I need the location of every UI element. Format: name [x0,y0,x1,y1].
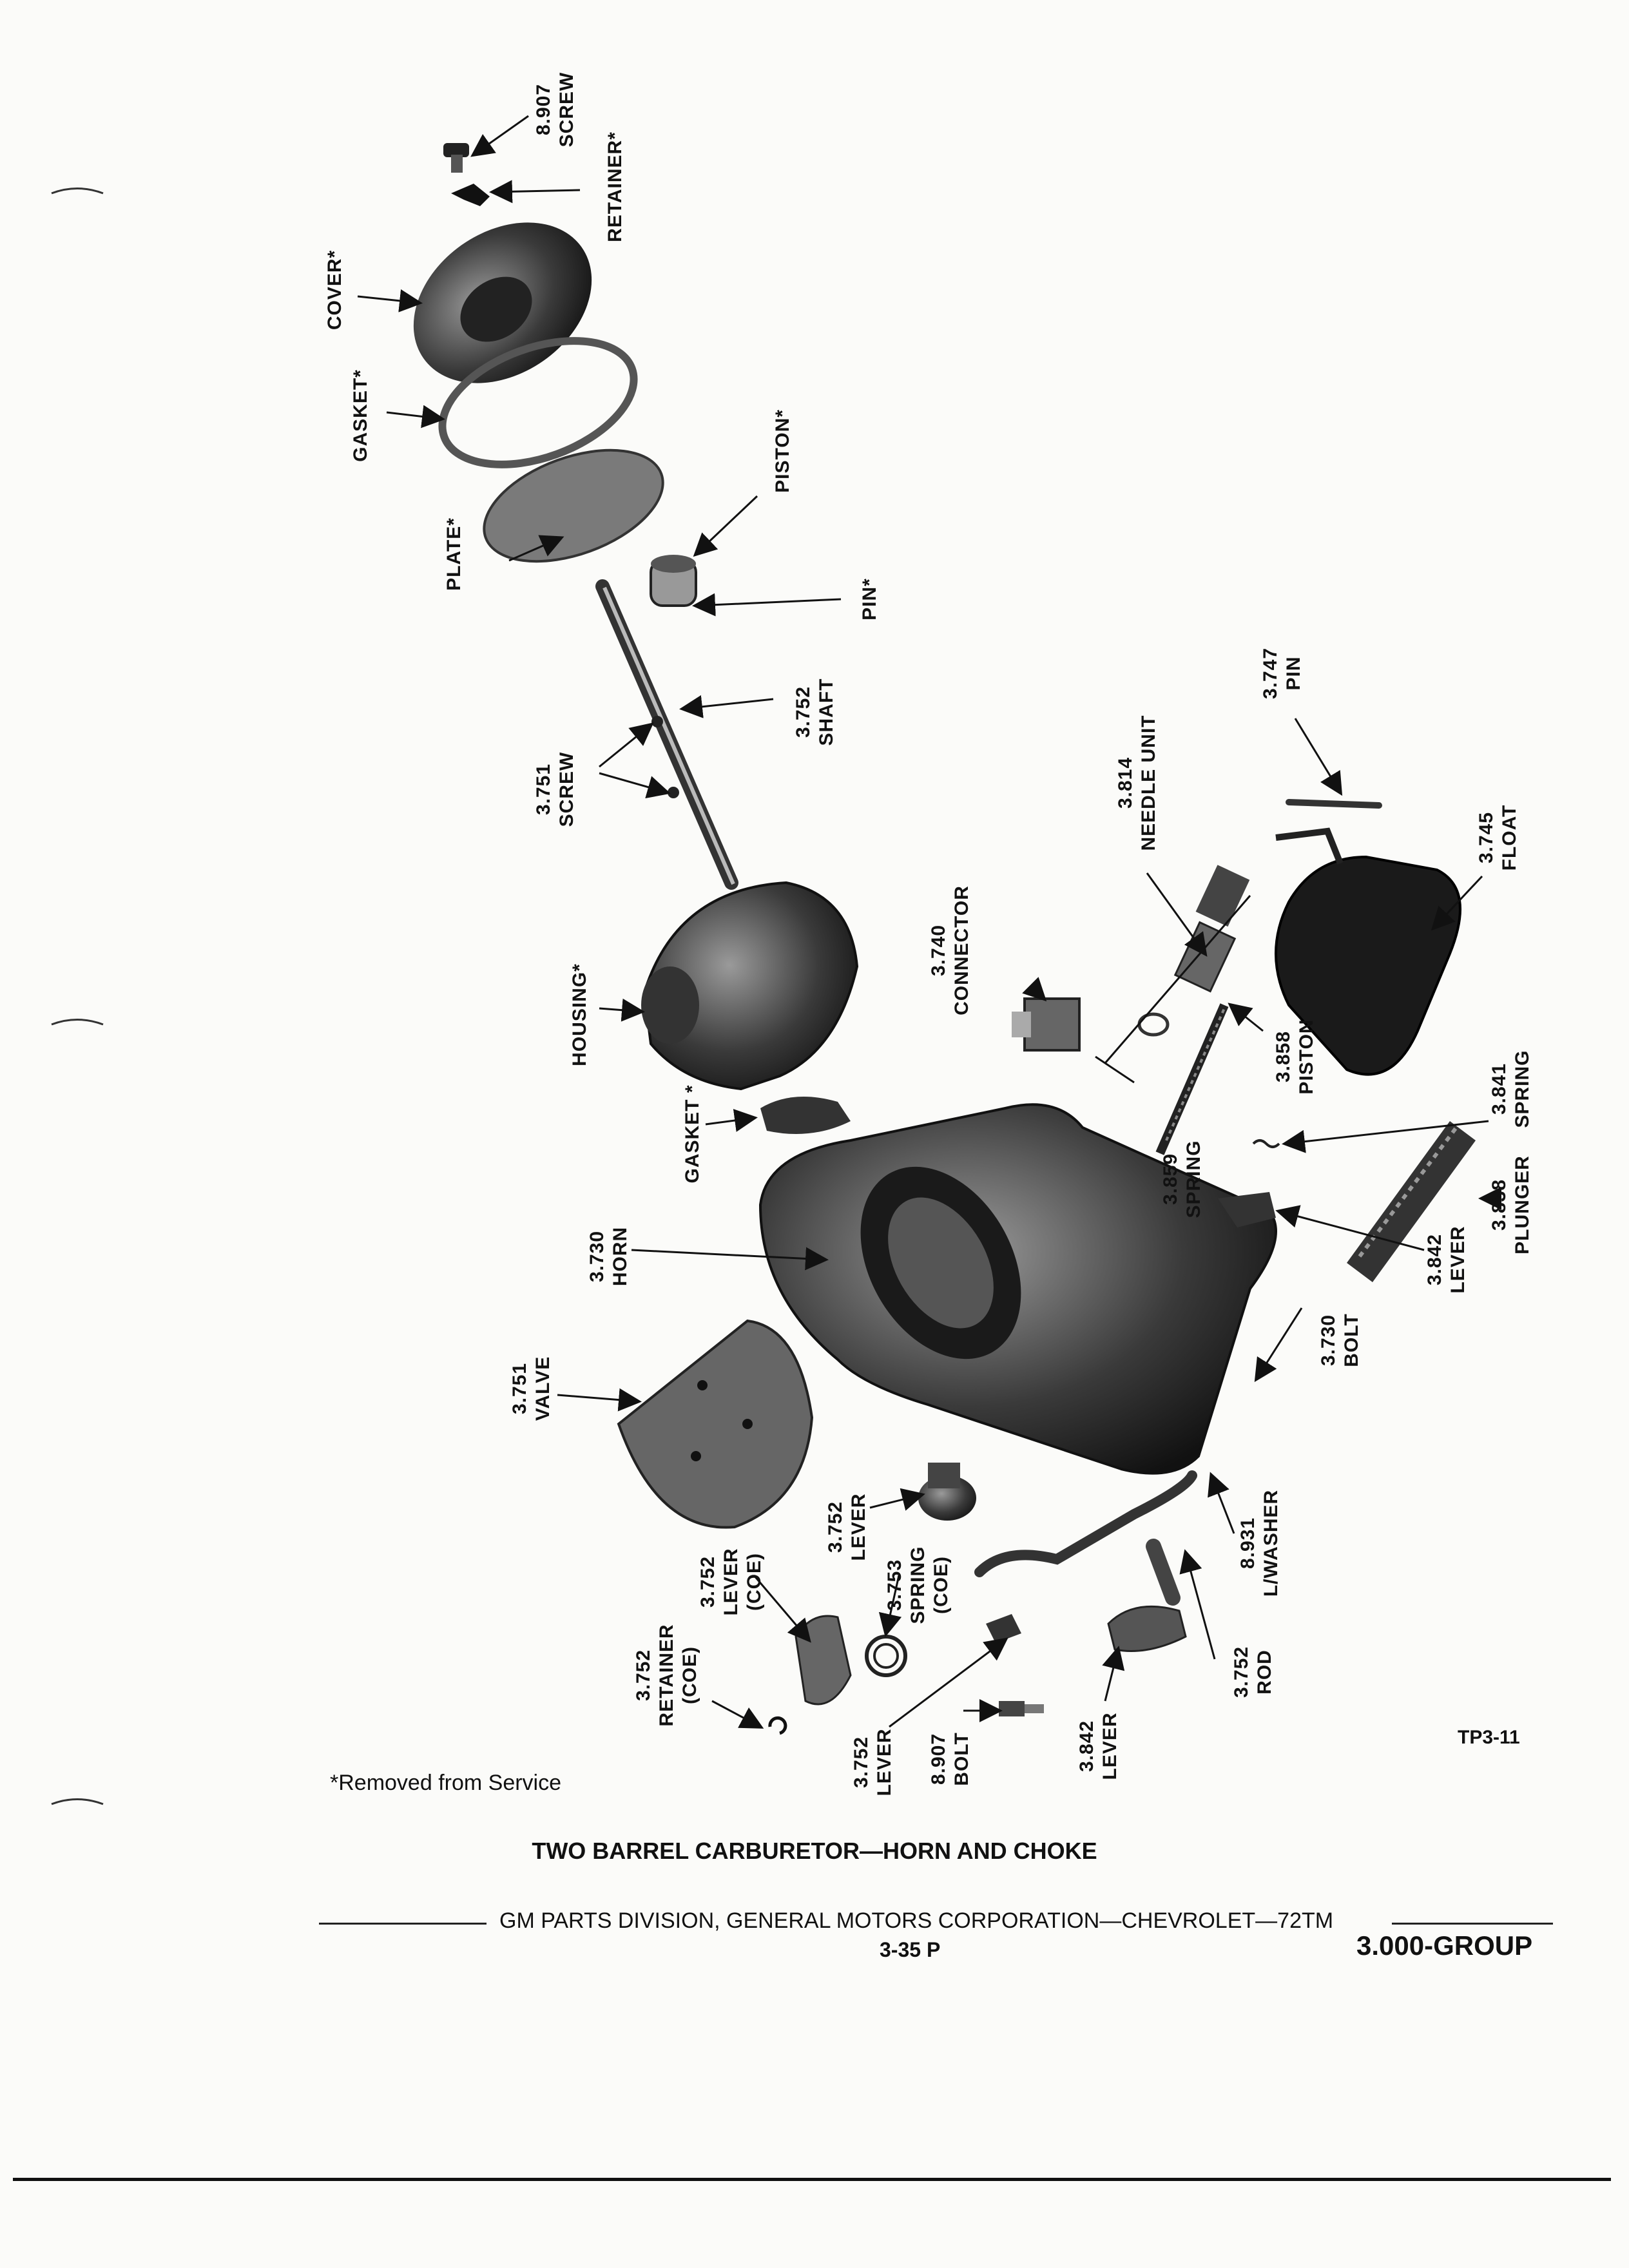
pin-3747-part [1286,799,1382,809]
label-pin-3747: 3.747 PIN [1260,647,1304,700]
label-retainer-top: RETAINER* [604,131,626,242]
shaft-screw-part [651,716,663,727]
footer-rule-left [319,1923,487,1925]
label-gasket-top: GASKET* [350,369,371,462]
piston-top-part [650,555,697,607]
screw-top-part [443,143,469,173]
label-bolt-8907: 8.907 BOLT [928,1732,972,1786]
lever-3842-bottom-part [1107,1605,1187,1652]
label-rod: 3.752 ROD [1231,1646,1275,1698]
figure-title: TWO BARREL CARBURETOR—HORN AND CHOKE [532,1838,1097,1864]
shaft-part [595,579,738,890]
label-needle-unit: 3.814 NEEDLE UNIT [1115,715,1159,851]
margin-mark [51,187,104,195]
horn-part [758,1103,1277,1475]
gasket-mid-part [760,1097,851,1134]
footer-rule-right [1392,1923,1553,1925]
lever-3752-part [918,1463,976,1521]
lever-bottom-part [986,1614,1021,1643]
bolt-8907-part [999,1701,1044,1716]
piston-3858-part [1155,1003,1229,1155]
label-connector: 3.740 CONNECTOR [928,885,972,1015]
valve-part [617,1319,814,1529]
label-piston-3858: 3.858 PISTON [1273,1019,1317,1095]
footnote: *Removed from Service [330,1771,562,1795]
label-bolt-3730: 3.730 BOLT [1318,1313,1362,1367]
page-number: 3-35 P [880,1938,941,1961]
plunger-part [1347,1121,1476,1282]
connector-part [1012,997,1081,1052]
retainer-coe-part [768,1716,787,1735]
label-lever-3752: 3.752 LEVER [825,1493,869,1561]
rod-part [974,1470,1197,1577]
spring-coe-part [865,1635,907,1677]
label-horn: 3.730 HORN [586,1226,631,1287]
label-screw-shaft: 3.751 SCREW [533,751,577,827]
gasket-top-part [438,337,638,468]
shaft-screw-part [668,787,679,798]
bottom-rule [13,2178,1611,2181]
lever-3842-right-part [1218,1192,1276,1227]
leader-arrows [357,115,1501,1729]
label-spring-coe: 3.753 SPRING (COE) [884,1546,952,1624]
label-washer: 8.931 L/WASHER [1237,1489,1282,1597]
rod-lever-part [1146,1539,1181,1606]
label-valve: 3.751 VALVE [509,1356,554,1421]
label-retainer-coe: 3.752 RETAINER (COE) [633,1624,700,1727]
group-label: 3.000-GROUP [1356,1930,1533,1961]
label-piston-top: PISTON* [772,409,793,493]
label-shaft: 3.752 SHAFT [793,678,837,746]
label-float: 3.745 FLOAT [1476,804,1520,871]
float-part [1275,827,1461,1076]
figure-code: TP3-11 [1458,1727,1520,1748]
spring-3841-part [1252,1139,1280,1148]
label-pin-star: PIN* [859,578,880,620]
label-gasket-mid: GASKET * [682,1084,703,1184]
label-plunger: 3.838 PLUNGER [1489,1155,1533,1254]
label-lever-3842-bottom: 3.842 LEVER [1076,1712,1121,1780]
footer-text: GM PARTS DIVISION, GENERAL MOTORS CORPOR… [499,1908,1334,1933]
housing-part [641,881,859,1091]
label-lever-bottom: 3.752 LEVER [851,1728,895,1796]
label-spring-3841: 3.841 SPRING [1489,1050,1533,1128]
label-lever-3842-right: 3.842 LEVER [1424,1225,1469,1294]
label-spring-3859: 3.859 SPRING [1160,1140,1204,1218]
plate-part [483,448,664,563]
margin-mark [51,1019,104,1026]
needle-unit-part [1095,865,1251,1084]
lever-coe-part [795,1615,852,1706]
label-plate: PLATE* [443,517,465,591]
retainer-top-part [451,184,490,206]
label-lever-coe: 3.752 LEVER (COE) [697,1548,765,1616]
label-cover: COVER* [324,249,345,331]
label-housing: HOUSING* [569,963,590,1066]
label-screw-top: 8.907 SCREW [533,72,577,148]
margin-mark [51,1798,104,1805]
